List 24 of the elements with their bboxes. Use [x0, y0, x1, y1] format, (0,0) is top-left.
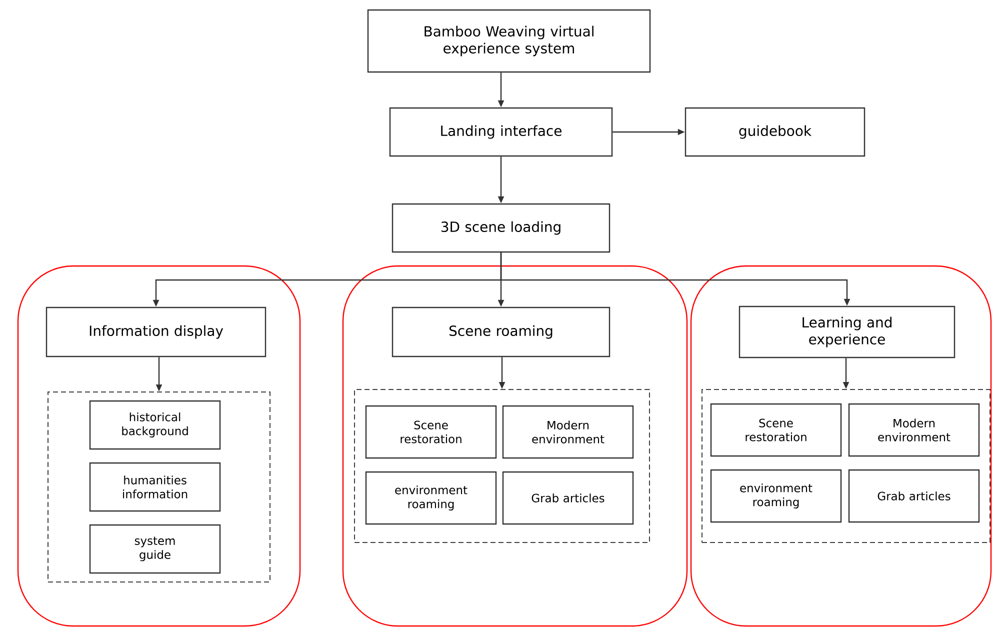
process-box: guidebook: [684, 107, 866, 157]
process-box: 3D scene loading: [392, 203, 610, 253]
process-box: Grab articles: [848, 469, 980, 523]
process-box: Scene restoration: [365, 405, 497, 459]
process-box: Learning and experience: [738, 306, 956, 358]
rounded-band: [690, 265, 992, 627]
process-box: Modern environment: [502, 405, 634, 459]
dashed-group-box: [354, 389, 650, 543]
process-box: historical background: [89, 400, 221, 450]
process-box: Modern environment: [848, 403, 980, 457]
process-box: environment roaming: [710, 469, 842, 523]
process-box: Landing interface: [389, 107, 613, 157]
process-box: Scene restoration: [710, 403, 842, 457]
rounded-band: [17, 265, 301, 627]
process-box: Scene roaming: [392, 306, 610, 358]
dashed-group-box: [702, 389, 990, 543]
process-box: system guide: [89, 524, 221, 574]
process-box: Grab articles: [502, 471, 634, 525]
dashed-group-box: [48, 392, 270, 582]
process-box: environment roaming: [365, 471, 497, 525]
process-box: humanities information: [89, 462, 221, 512]
rounded-band: [342, 265, 688, 627]
process-box: Bamboo Weaving virtual experience system: [367, 9, 651, 73]
process-box: Information display: [46, 306, 266, 358]
